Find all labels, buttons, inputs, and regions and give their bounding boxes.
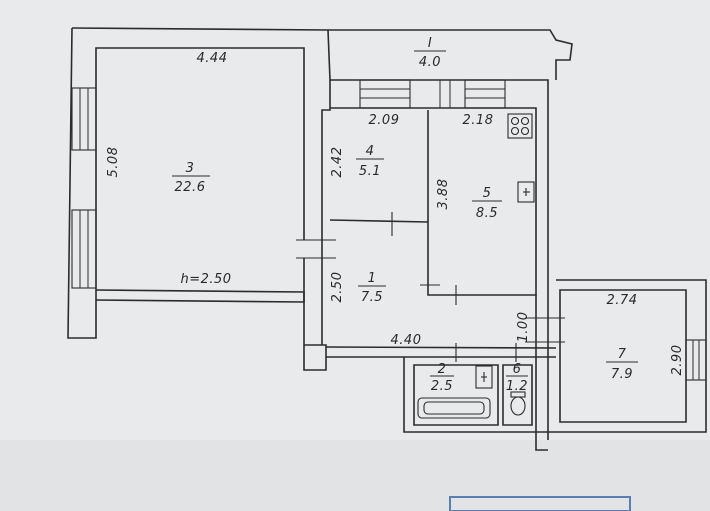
bath-outline (403, 357, 556, 433)
toilet-icon (510, 391, 526, 416)
room6-area: 1.2 (506, 379, 528, 394)
room2-area: 2.5 (431, 379, 453, 394)
blue-stamp-edge (449, 496, 631, 511)
dim-passage-width: 1.00 (516, 312, 531, 343)
door-marks (296, 212, 565, 362)
window-room5 (464, 79, 506, 109)
dim-room7-width: 2.74 (607, 293, 638, 308)
room4-left-wall (321, 80, 331, 345)
balcony-area: 4.0 (419, 55, 441, 70)
dim-room7-depth: 2.90 (670, 345, 685, 376)
room3-area: 22.6 (175, 180, 206, 195)
room6-number: 6 (513, 362, 522, 377)
balcony-outline (328, 29, 573, 80)
washbasin-icon (475, 365, 493, 389)
room5-area: 8.5 (476, 206, 498, 221)
room3-outline (67, 27, 305, 339)
dim-corridor-length: 4.40 (391, 333, 422, 348)
window-room3-upper (71, 87, 97, 151)
dim-room3-width: 4.44 (197, 51, 228, 66)
corridor-wall (325, 346, 557, 358)
right-column (535, 295, 548, 451)
room2-number: 2 (438, 362, 447, 377)
room7-area: 7.9 (611, 367, 633, 382)
room5-number: 5 (483, 186, 492, 201)
dim-room4-depth: 2.42 (330, 147, 345, 178)
fixtures (417, 113, 535, 419)
window-room4 (359, 79, 411, 109)
room7-number: 7 (618, 347, 627, 362)
room1-area: 7.5 (361, 290, 383, 305)
room1-number: 1 (368, 271, 377, 286)
window-room7 (685, 339, 707, 381)
room4-number: 4 (366, 144, 375, 159)
bath-room (413, 364, 499, 426)
kitchen-sink-icon (517, 181, 535, 203)
ceiling-height: h=2.50 (180, 272, 231, 287)
labels: I 4.0 3 22.6 4 5.1 5 8.5 1 7.5 2 2.5 6 1… (106, 36, 685, 394)
room7-inner (559, 289, 687, 423)
bathtub-icon (417, 397, 491, 419)
stove-icon (507, 113, 533, 139)
toilet-room (502, 364, 533, 426)
dim-room1-depth: 2.50 (330, 272, 345, 303)
room3-number: 3 (186, 161, 195, 176)
room3-bottom-wall (95, 289, 305, 303)
room4-area: 5.1 (359, 164, 381, 179)
dim-room5-depth: 3.88 (436, 179, 451, 210)
dim-room5-width: 2.18 (463, 113, 494, 128)
windows (71, 79, 707, 381)
balcony-number: I (428, 36, 432, 51)
walls (67, 27, 707, 451)
room4-bottom-wall (329, 219, 429, 223)
dim-room4-width: 2.09 (369, 113, 400, 128)
paper-lower-fold (0, 440, 710, 511)
balcony-door (439, 80, 451, 108)
window-room3-lower (71, 209, 97, 289)
dim-room3-depth: 5.08 (106, 147, 121, 178)
